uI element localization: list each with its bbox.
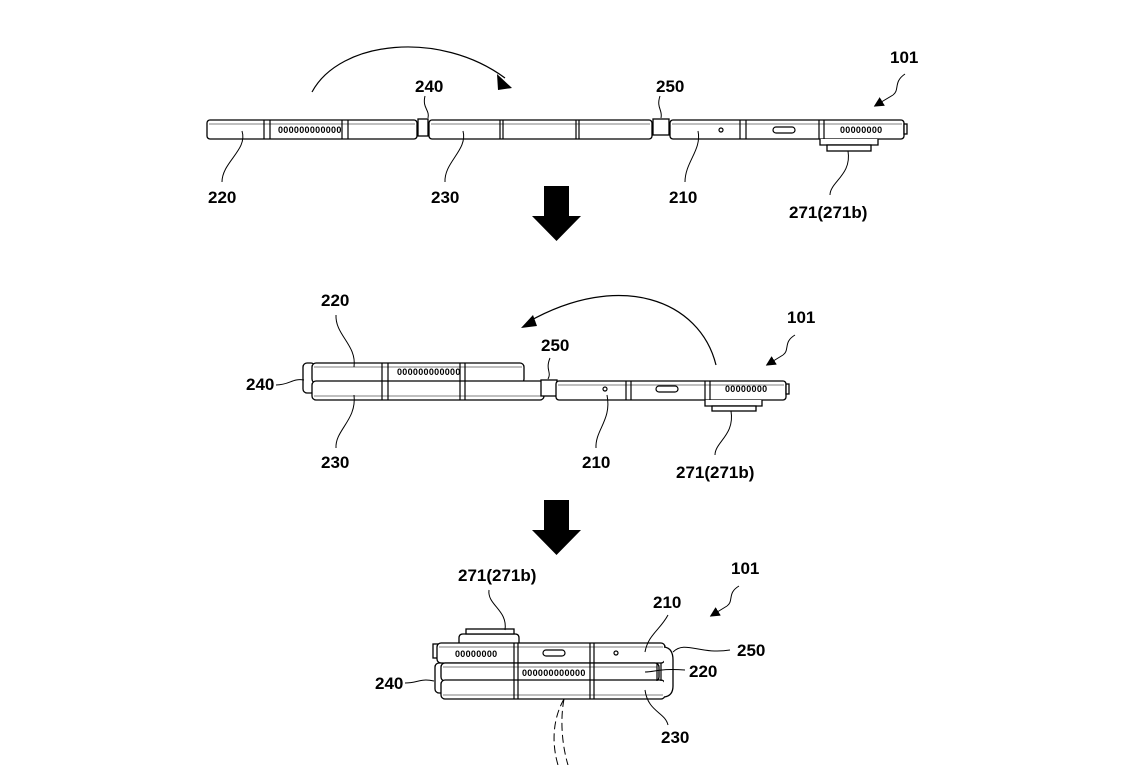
camera-module-271 [819, 139, 879, 146]
housing-230 [440, 679, 666, 700]
side-button [785, 383, 790, 395]
housing-230 [428, 119, 653, 140]
mic-hole-icon [613, 650, 619, 656]
label-230: 230 [661, 728, 689, 747]
fold-arc-arrow [311, 46, 506, 93]
mic-hole-icon [718, 127, 724, 133]
hinge-250 [540, 379, 558, 397]
label-210: 210 [582, 453, 610, 472]
label-220: 220 [689, 662, 717, 681]
speaker-grill: 000000000000 [397, 367, 461, 377]
label-101: 101 [787, 308, 815, 327]
port-icon [542, 649, 566, 657]
housing-230 [311, 380, 545, 401]
camera-lens [465, 628, 515, 635]
label-230: 230 [431, 188, 459, 207]
label-240: 240 [415, 77, 443, 96]
speaker-grill: 000000000000 [522, 668, 586, 678]
stage-folded: 00000000 000000000000 271(271b) 210 101 … [375, 559, 765, 765]
stage-unfolded: 000000000000 00000000 240 250 220 [206, 46, 918, 222]
label-250: 250 [541, 336, 569, 355]
label-240: 240 [246, 375, 274, 394]
label-210: 210 [669, 188, 697, 207]
speaker-grill: 000000000000 [278, 125, 342, 135]
mic-hole-icon [602, 386, 608, 392]
side-button [903, 123, 908, 135]
label-271: 271(271b) [789, 203, 867, 222]
label-271: 271(271b) [676, 463, 754, 482]
camera-module-271 [704, 400, 763, 407]
label-101: 101 [731, 559, 759, 578]
speaker-grill: 00000000 [455, 649, 497, 659]
label-250: 250 [737, 641, 765, 660]
camera-lens [826, 144, 872, 152]
port-icon [655, 385, 679, 393]
port-icon [772, 126, 796, 134]
speaker-grill: 00000000 [725, 384, 767, 394]
camera-lens [711, 405, 757, 412]
housing-220 [206, 119, 418, 140]
arrow-head-icon [521, 315, 537, 328]
label-230: 230 [321, 453, 349, 472]
label-210: 210 [653, 593, 681, 612]
down-arrow-icon [532, 500, 581, 555]
arrow-head-icon [497, 74, 512, 90]
label-101: 101 [890, 48, 918, 67]
hinge-240 [417, 118, 429, 137]
hinge-250 [652, 118, 670, 136]
label-250: 250 [656, 77, 684, 96]
label-220: 220 [208, 188, 236, 207]
hinge-250 [663, 646, 674, 698]
stage-half-folded: 000000000000 00000000 220 240 250 230 21… [246, 291, 815, 482]
speaker-grill: 00000000 [840, 125, 882, 135]
label-271: 271(271b) [458, 566, 536, 585]
label-240: 240 [375, 674, 403, 693]
down-arrow-icon [532, 186, 581, 241]
label-220: 220 [321, 291, 349, 310]
